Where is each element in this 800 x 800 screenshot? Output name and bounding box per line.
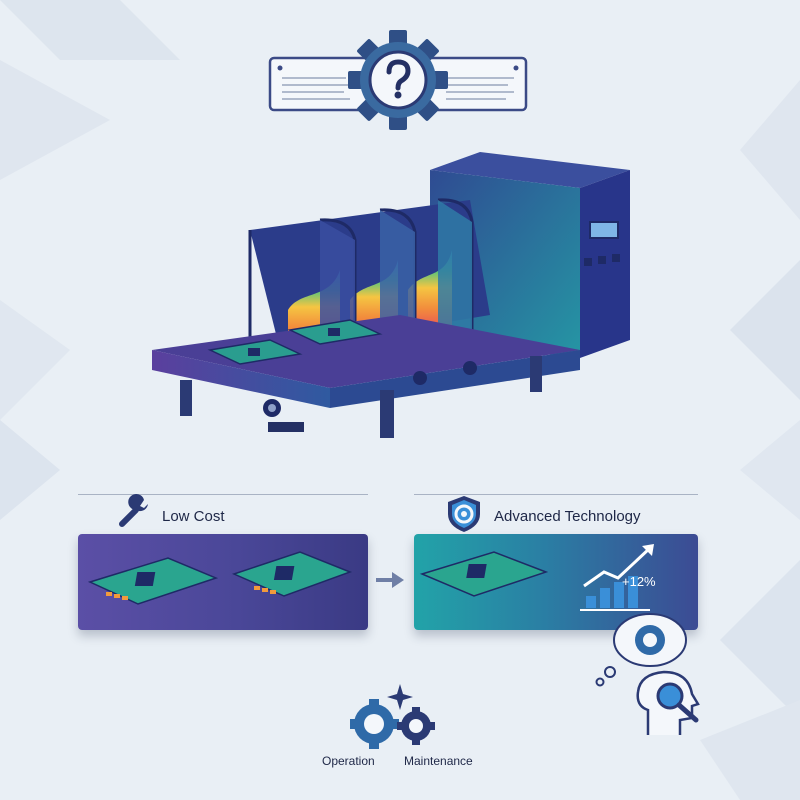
reflow-oven-machine [152, 152, 630, 438]
wrench-icon [119, 494, 148, 527]
section-divider [78, 494, 368, 495]
heating-chambers [248, 198, 490, 360]
low-cost-panel [78, 534, 368, 630]
maintenance-label: Maintenance [404, 754, 473, 768]
pcb-board [231, 551, 353, 597]
gears-icon [350, 684, 435, 749]
advanced-technology-label: Advanced Technology [494, 508, 641, 525]
pcb-and-growth-chart [419, 544, 654, 611]
pcb-board [207, 339, 303, 365]
pcb-board [419, 551, 549, 597]
section-divider [414, 494, 698, 495]
pcb-board [287, 319, 383, 345]
thinking-head-icon [595, 613, 700, 735]
question-gear-icon [348, 30, 448, 130]
bar-chart-icon [580, 544, 654, 611]
pcb-board [87, 557, 219, 605]
low-cost-label: Low Cost [162, 508, 225, 525]
pcb-illustration [87, 551, 353, 605]
shield-gear-icon [448, 496, 480, 532]
growth-label: +12% [622, 574, 656, 589]
arrow-right-icon [376, 572, 404, 588]
operation-label: Operation [322, 754, 375, 768]
question-gear-banner [268, 30, 528, 130]
conveyor-belt [152, 315, 580, 438]
